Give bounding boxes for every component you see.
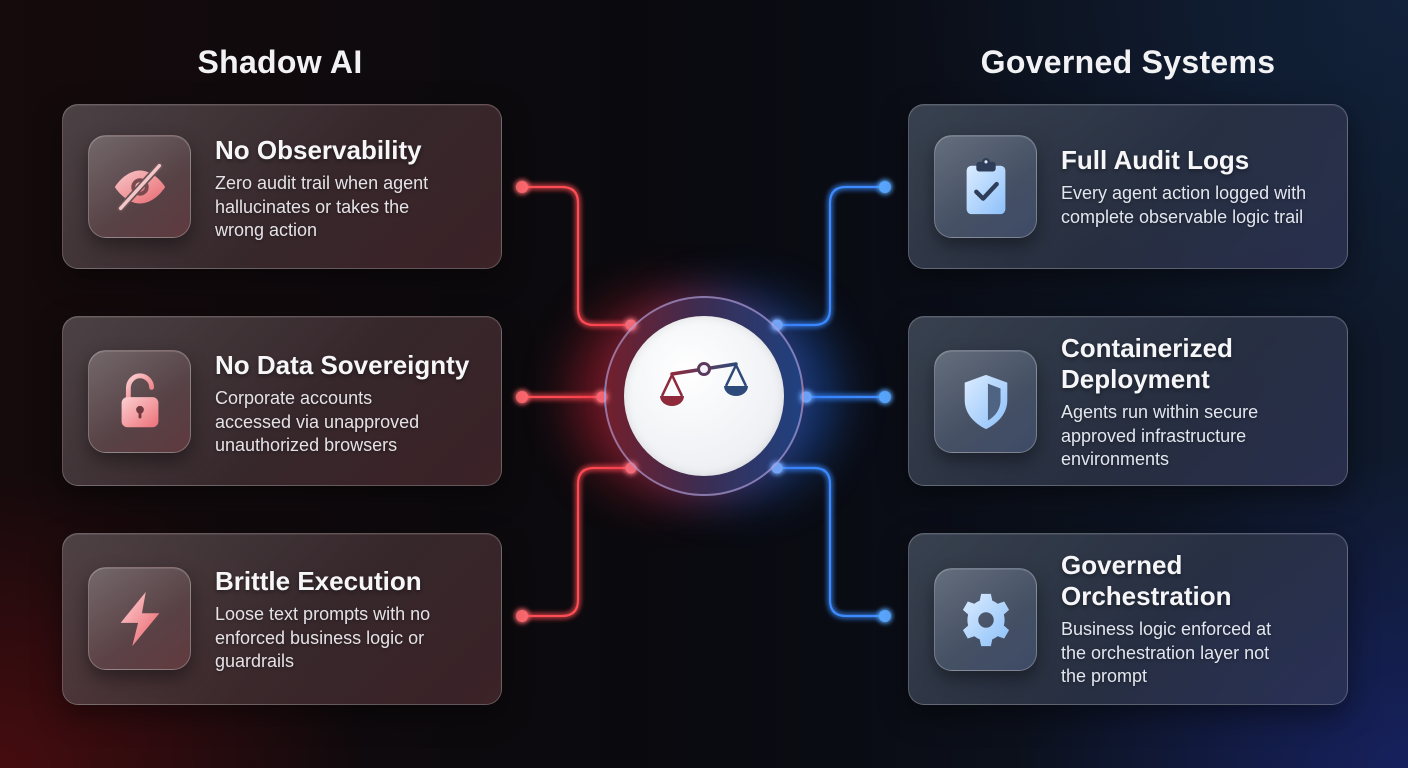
shield-icon <box>964 374 1007 429</box>
card-description: Every agent action logged with complete … <box>1061 182 1333 229</box>
desc-line: Agents run within secure <box>1061 402 1259 422</box>
card-description: Corporate accounts accessed via unapprov… <box>215 387 487 458</box>
desc-line: wrong action <box>215 220 318 240</box>
desc-line: the orchestration layer not <box>1061 642 1270 663</box>
card-title: No Observability <box>215 135 422 165</box>
desc-line: Every agent action logged with <box>1061 183 1307 203</box>
card-description: Loose text prompts with no enforced busi… <box>215 603 487 674</box>
title-line: Orchestration <box>1061 581 1232 611</box>
title-line: Containerized <box>1061 333 1233 363</box>
center-hub <box>604 296 804 496</box>
title-line: Deployment <box>1061 364 1210 394</box>
card-no-observability: No Observability Zero audit trail when a… <box>62 104 502 269</box>
desc-line: Business logic enforced at <box>1061 619 1272 639</box>
desc-line: unauthorized browsers <box>215 435 398 455</box>
blue-connectors <box>777 185 885 618</box>
card-description: Business logic enforced at the orchestra… <box>1061 618 1333 689</box>
desc-line: Loose text prompts with no <box>215 604 431 624</box>
title-line: Full Audit Logs <box>1061 145 1250 175</box>
icon-box <box>934 568 1037 671</box>
eye-off-icon <box>114 161 165 212</box>
card-title: Governed Orchestration <box>1061 550 1333 612</box>
red-connectors <box>522 185 631 618</box>
icon-box <box>88 567 191 670</box>
card-description: Zero audit trail when agent hallucinates… <box>215 172 487 243</box>
icon-box <box>88 135 191 238</box>
card-containerized-deployment: Containerized Deployment Agents run with… <box>908 316 1348 486</box>
column-title-governed-systems: Governed Systems <box>980 44 1276 80</box>
desc-line: the prompt <box>1061 666 1148 686</box>
card-governed-orchestration: Governed Orchestration Business logic en… <box>908 533 1348 705</box>
icon-box <box>934 350 1037 453</box>
desc-line: hallucinates or takes the <box>215 196 410 217</box>
card-full-audit-logs: Full Audit Logs Every agent action logge… <box>908 104 1348 269</box>
desc-line: guardrails <box>215 651 295 671</box>
desc-line: accessed via unapproved <box>215 411 420 432</box>
lightning-icon <box>120 591 159 646</box>
desc-line: complete observable logic trail <box>1061 206 1304 227</box>
card-title: Containerized Deployment <box>1061 333 1333 395</box>
card-no-data-sovereignty: No Data Sovereignty Corporate accounts a… <box>62 316 502 486</box>
blue-connector-dots <box>771 181 891 622</box>
desc-line: enforced business logic or <box>215 627 425 648</box>
card-title: Brittle Execution <box>215 566 422 596</box>
hub-inner-circle <box>624 316 784 476</box>
desc-line: Zero audit trail when agent <box>215 173 429 193</box>
column-title-shadow-ai: Shadow AI <box>197 44 363 80</box>
gear-icon <box>962 593 1009 646</box>
desc-line: environments <box>1061 449 1170 469</box>
icon-box <box>88 350 191 453</box>
desc-line: approved infrastructure <box>1061 425 1247 446</box>
icon-box <box>934 135 1037 238</box>
card-title: Full Audit Logs <box>1061 145 1333 176</box>
card-title: No Data Sovereignty <box>215 350 470 380</box>
scales-of-justice-icon <box>660 362 748 428</box>
title-line: Governed <box>1061 550 1183 580</box>
clipboard-check-icon <box>966 157 1005 214</box>
card-description: Agents run within secure approved infras… <box>1061 401 1333 472</box>
unlock-icon <box>121 372 158 427</box>
card-brittle-execution: Brittle Execution Loose text prompts wit… <box>62 533 502 705</box>
desc-line: Corporate accounts <box>215 388 373 408</box>
